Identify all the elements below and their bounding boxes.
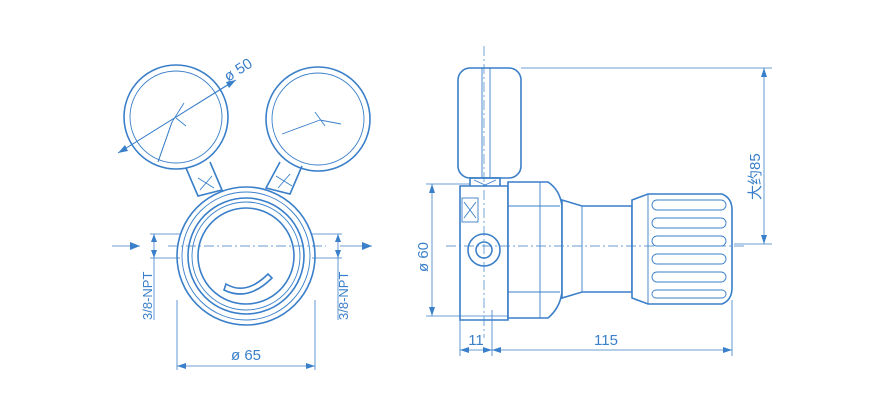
height-label: 大约85 (747, 153, 764, 200)
overall-length-label: 115 (594, 332, 618, 349)
outlet-port-label: 3/8-NPT (336, 272, 351, 320)
gauge-diameter-label: ø 50 (221, 55, 255, 85)
side-diameter-label: ø 60 (415, 242, 432, 272)
body-diameter-label: ø 65 (231, 347, 261, 364)
gauge-connectors (185, 161, 303, 197)
side-view: 大约85 ø 60 11 115 (415, 46, 772, 356)
regulator-body-side (459, 181, 633, 321)
height-dim (521, 67, 772, 245)
side-diameter-dim (426, 183, 508, 317)
length-dims (459, 300, 733, 356)
regulator-body-front (168, 186, 326, 326)
adjustment-knob (631, 193, 733, 305)
side-gauge (457, 67, 522, 193)
body-diameter-dim (176, 300, 316, 370)
offset-length-label: 11 (468, 332, 484, 349)
gauge-diameter-dim (117, 79, 237, 154)
right-pressure-gauge (265, 66, 371, 172)
front-view: ø 50 3/8-NPT 3/8-NPT (112, 55, 372, 370)
inlet-port-label: 3/8-NPT (140, 272, 155, 320)
outlet-port-dim (312, 233, 342, 320)
inlet-arrow (112, 242, 140, 250)
inlet-port-dim (150, 233, 180, 320)
outlet-arrow (340, 242, 372, 250)
